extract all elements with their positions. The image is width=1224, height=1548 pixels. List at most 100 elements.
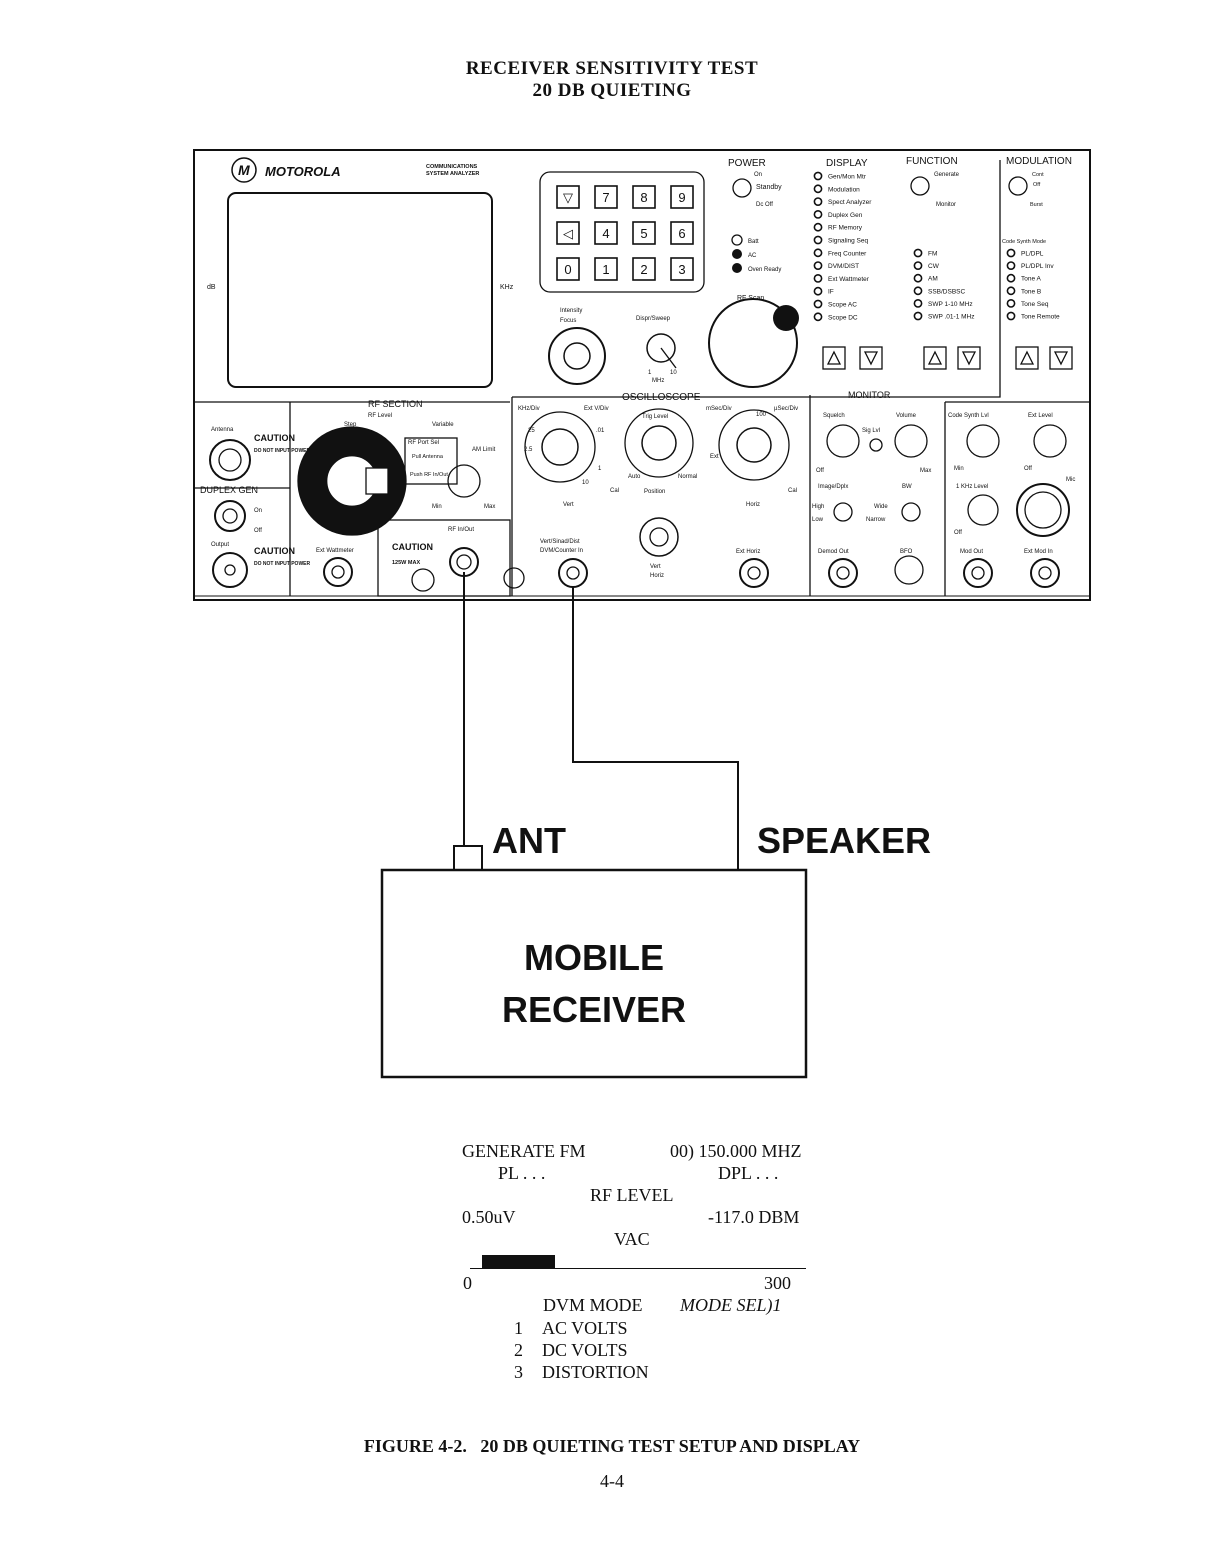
function-mode-item[interactable]: CW bbox=[913, 261, 940, 270]
modulation-mode-item[interactable]: Tone Seq bbox=[1006, 298, 1049, 308]
am-limit-label: AM Limit bbox=[472, 447, 496, 453]
function-mode-item[interactable]: SSB/DSBSC bbox=[913, 286, 966, 295]
intensity-knob[interactable] bbox=[548, 327, 606, 385]
function-down-button[interactable] bbox=[957, 346, 981, 370]
display-down-button[interactable] bbox=[859, 346, 883, 370]
mod-out-label: Mod Out bbox=[960, 549, 983, 555]
sweep-mhz-label: MHz bbox=[652, 378, 664, 384]
max-125w-label: 125W MAX bbox=[392, 560, 420, 566]
display-mode-item[interactable]: Signaling Seq bbox=[813, 235, 868, 245]
display-mode-item[interactable]: RF Memory bbox=[813, 222, 863, 232]
vac-meter bbox=[470, 1252, 806, 1269]
keypad-key[interactable]: ▽ bbox=[556, 185, 580, 209]
receiver-name-line1: MOBILE bbox=[524, 937, 664, 978]
speaker-label: SPEAKER bbox=[757, 820, 932, 861]
khz-div-knob[interactable] bbox=[541, 428, 579, 466]
modulation-down-button[interactable] bbox=[1049, 346, 1073, 370]
demod-out-connector[interactable] bbox=[828, 558, 858, 588]
keypad-key[interactable]: 6 bbox=[670, 221, 694, 245]
rf-max-label: Max bbox=[484, 504, 495, 510]
volume-label: Volume bbox=[896, 413, 917, 419]
position-knob[interactable] bbox=[639, 517, 679, 557]
focus-label: Focus bbox=[560, 318, 576, 324]
keypad-key[interactable]: 3 bbox=[670, 257, 694, 281]
display-mode-item[interactable]: Duplex Gen bbox=[813, 209, 863, 219]
modulation-up-button[interactable] bbox=[1015, 346, 1039, 370]
function-up-button[interactable] bbox=[923, 346, 947, 370]
function-mode-item[interactable]: FM bbox=[913, 248, 937, 258]
generate-fm-label: GENERATE FM bbox=[462, 1141, 586, 1161]
antenna-connector[interactable] bbox=[209, 439, 251, 481]
svg-text:◁: ◁ bbox=[563, 226, 573, 241]
modulation-switch[interactable] bbox=[1008, 176, 1028, 196]
bfo-knob[interactable] bbox=[894, 555, 924, 585]
display-mode-item[interactable]: Spect Analyzer bbox=[813, 197, 872, 206]
volume-knob[interactable] bbox=[894, 424, 928, 458]
khz-off-label: Off bbox=[954, 530, 962, 536]
function-mode-item[interactable]: SWP .01-1 MHz bbox=[913, 311, 974, 321]
ext-wattmeter-connector[interactable] bbox=[323, 557, 353, 587]
svg-text:DVM/DIST: DVM/DIST bbox=[828, 263, 859, 270]
ext-level-knob[interactable] bbox=[1033, 424, 1067, 458]
figure-caption: FIGURE 4-2. 20 DB QUIETING TEST SETUP AN… bbox=[363, 1436, 861, 1456]
squelch-knob[interactable] bbox=[826, 424, 860, 458]
keypad-key[interactable]: 9 bbox=[670, 185, 694, 209]
function-switch[interactable] bbox=[910, 176, 930, 196]
modulation-mode-item[interactable]: PL/DPL bbox=[1006, 248, 1044, 258]
display-mode-item[interactable]: Scope AC bbox=[813, 299, 857, 309]
khz-level-knob[interactable] bbox=[967, 494, 999, 526]
rf-scan-knob[interactable] bbox=[708, 298, 798, 388]
display-mode-item[interactable]: Gen/Mon Mtr bbox=[813, 171, 867, 181]
keypad-key[interactable]: ◁ bbox=[556, 221, 580, 245]
keypad-key[interactable]: 8 bbox=[632, 185, 656, 209]
rf-inout-connector[interactable] bbox=[449, 547, 479, 577]
trig-level-knob[interactable] bbox=[641, 425, 677, 461]
display-mode-item[interactable]: DVM/DIST bbox=[813, 261, 859, 270]
cal-horiz-label: Cal bbox=[788, 488, 797, 494]
msec-div-knob[interactable] bbox=[736, 427, 772, 463]
antenna-warning-label: DO NOT INPUT POWER bbox=[254, 448, 311, 454]
horiz-label: Horiz bbox=[746, 502, 760, 508]
function-monitor-label: Monitor bbox=[936, 202, 956, 208]
modulation-mode-item[interactable]: Tone A bbox=[1006, 273, 1042, 283]
ext-horiz-label: Ext Horiz bbox=[736, 549, 760, 555]
rf-step-label: Step bbox=[344, 422, 357, 428]
ext-level-label: Ext Level bbox=[1028, 413, 1053, 419]
duplex-gen-switch[interactable] bbox=[214, 500, 246, 532]
ext-horiz-connector[interactable] bbox=[739, 558, 769, 588]
keypad-key[interactable]: 5 bbox=[632, 221, 656, 245]
output-caution-label: CAUTION bbox=[254, 546, 295, 556]
display-mode-item[interactable]: Ext Wattmeter bbox=[813, 273, 870, 283]
display-mode-item[interactable]: IF bbox=[813, 286, 834, 296]
function-mode-item[interactable]: AM bbox=[913, 273, 938, 283]
display-mode-item[interactable]: Freq Counter bbox=[813, 248, 867, 257]
mod-out-connector[interactable] bbox=[963, 558, 993, 588]
keypad-key[interactable]: 1 bbox=[594, 257, 618, 281]
modulation-mode-item[interactable]: PL/DPL Inv bbox=[1006, 261, 1054, 270]
duplex-output-connector[interactable] bbox=[212, 552, 248, 588]
keypad-key[interactable]: 0 bbox=[556, 257, 580, 281]
display-up-button[interactable] bbox=[822, 346, 846, 370]
code-synth-lvl-knob[interactable] bbox=[966, 424, 1000, 458]
scale-max: 300 bbox=[764, 1273, 791, 1293]
modulation-mode-item[interactable]: Tone B bbox=[1006, 286, 1041, 295]
keypad-key[interactable]: 2 bbox=[632, 257, 656, 281]
svg-text:SWP 1-10 MHz: SWP 1-10 MHz bbox=[928, 301, 973, 308]
receiver-name: MOBILE RECEIVER bbox=[382, 932, 806, 1036]
display-mode-item[interactable]: Modulation bbox=[813, 184, 860, 193]
keypad-key[interactable]: 7 bbox=[594, 185, 618, 209]
vert-sinad-label: Vert/Sinad/Dist bbox=[540, 539, 580, 545]
display-mode-item[interactable]: Scope DC bbox=[813, 312, 858, 321]
dvm-counter-in-connector[interactable] bbox=[558, 558, 588, 588]
am-limit-knob[interactable] bbox=[447, 464, 481, 498]
modulation-mode-item[interactable]: Tone Remote bbox=[1006, 311, 1060, 321]
keypad-key[interactable]: 4 bbox=[594, 221, 618, 245]
dispr-sweep-label: Dispr/Sweep bbox=[636, 316, 671, 322]
mic-connector[interactable] bbox=[1016, 483, 1070, 537]
power-switch[interactable] bbox=[732, 178, 752, 198]
ext-mod-in-connector[interactable] bbox=[1030, 558, 1060, 588]
pull-antenna-label: Pull Antenna bbox=[412, 454, 444, 460]
function-mode-item[interactable]: SWP 1-10 MHz bbox=[913, 298, 973, 308]
dispr-sweep-knob[interactable] bbox=[646, 333, 676, 363]
